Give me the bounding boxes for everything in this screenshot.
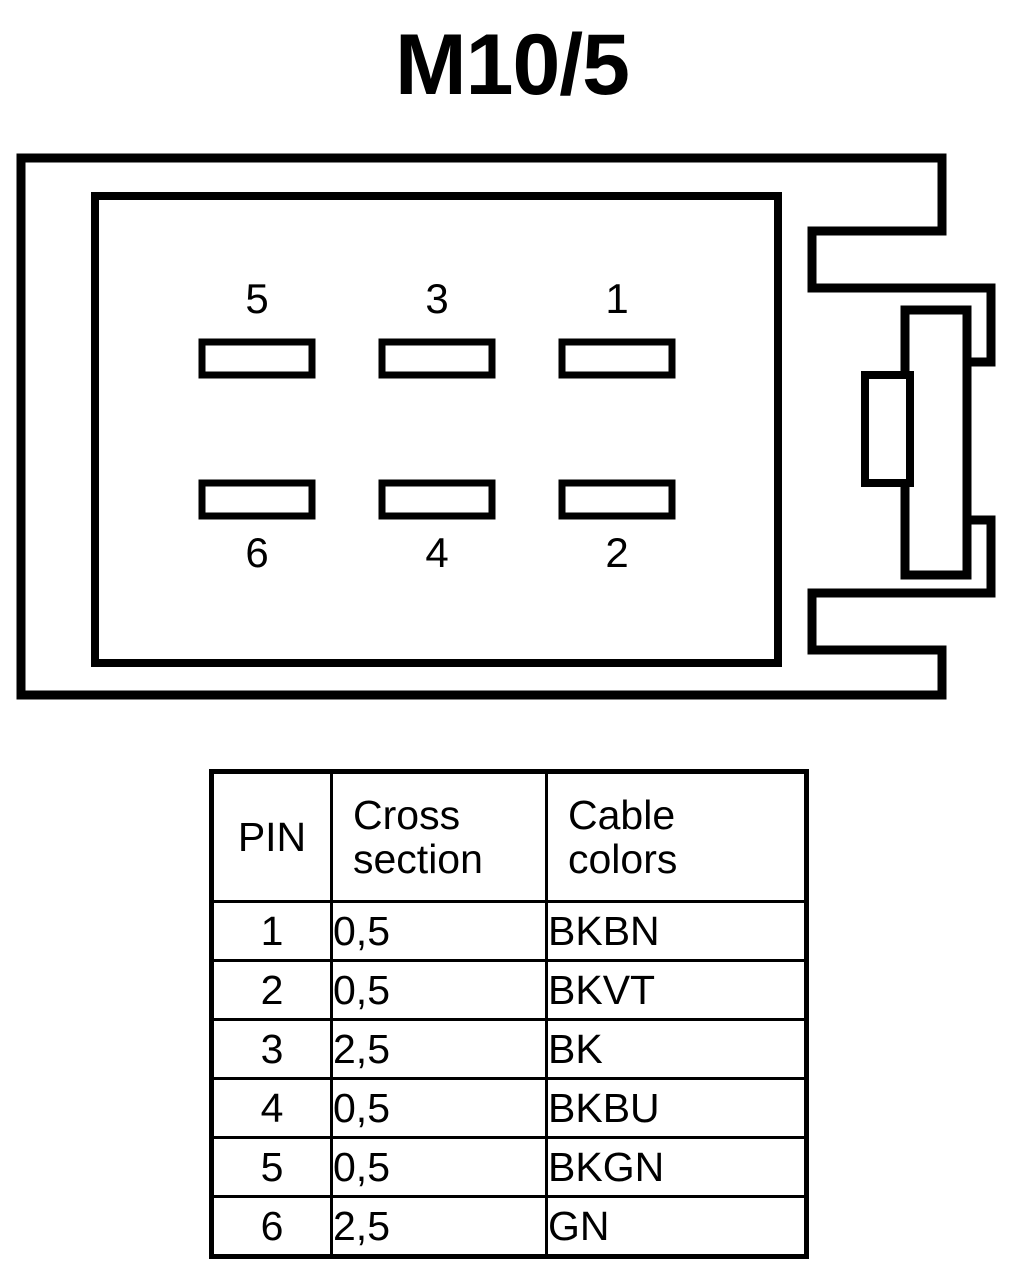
terminal-cavity-pin-5 — [198, 338, 316, 379]
table-row: 2 0,5 BKVT — [210, 959, 808, 1021]
column-header-cable-colors-line2: colors — [568, 836, 678, 882]
cell-pin: 3 — [210, 1018, 333, 1080]
terminal-cavity-pin-2 — [558, 479, 676, 520]
table-row: 4 0,5 BKBU — [210, 1077, 808, 1139]
cell-pin: 1 — [210, 900, 333, 962]
cell-cable-color: BK — [545, 1018, 808, 1080]
pin-number-label-2: 2 — [605, 529, 629, 576]
cell-cable-color: BKVT — [545, 959, 808, 1021]
pin-assignment-table-container: PIN Cross section Cable colors 1 0,5 BKB… — [209, 769, 809, 1259]
terminal-cavity-pin-6 — [198, 479, 316, 520]
latch-tongue — [900, 305, 972, 580]
cell-pin: 6 — [210, 1195, 333, 1258]
connector-face-plate — [91, 192, 782, 667]
terminal-cavity-pin-3 — [378, 338, 496, 379]
connector-outline-svg — [16, 153, 996, 700]
pin-number-label-4: 4 — [425, 529, 449, 576]
cell-cable-color: BKBU — [545, 1077, 808, 1139]
cell-pin: 4 — [210, 1077, 333, 1139]
cell-cable-color: BKBN — [545, 900, 808, 962]
latch-inner-tab — [861, 371, 914, 487]
pin-number-label-3: 3 — [425, 275, 449, 322]
cell-cable-color: BKGN — [545, 1136, 808, 1198]
cell-cross-section: 0,5 — [330, 1136, 548, 1198]
table-header: PIN Cross section Cable colors — [210, 770, 808, 903]
pin-number-label-1: 1 — [605, 275, 629, 322]
page-title: M10/5 — [394, 17, 630, 113]
terminal-cavity-pin-4 — [378, 479, 496, 520]
cell-cable-color: GN — [545, 1195, 808, 1258]
cell-cross-section: 2,5 — [330, 1018, 548, 1080]
table-row: 5 0,5 BKGN — [210, 1136, 808, 1198]
table-header-row: PIN Cross section Cable colors — [210, 770, 808, 903]
pin-assignment-table: PIN Cross section Cable colors 1 0,5 BKB… — [209, 769, 809, 1259]
pin-number-label-5: 5 — [245, 275, 269, 322]
cell-cross-section: 2,5 — [330, 1195, 548, 1258]
column-header-cable-colors: Cable colors — [545, 770, 808, 903]
connector-diagram: 5 3 1 6 4 2 — [0, 140, 1024, 720]
cell-pin: 5 — [210, 1136, 333, 1198]
table-row: 1 0,5 BKBN — [210, 900, 808, 962]
table-body: 1 0,5 BKBN 2 0,5 BKVT 3 2,5 BK 4 0,5 BKB… — [210, 900, 808, 1258]
column-header-cross-section-line2: section — [353, 836, 483, 882]
table-row: 6 2,5 GN — [210, 1195, 808, 1258]
column-header-cross-section: Cross section — [330, 770, 548, 903]
cell-pin: 2 — [210, 959, 333, 1021]
pin-number-label-6: 6 — [245, 529, 269, 576]
cell-cross-section: 0,5 — [330, 1077, 548, 1139]
cell-cross-section: 0,5 — [330, 959, 548, 1021]
table-row: 3 2,5 BK — [210, 1018, 808, 1080]
terminal-cavity-pin-1 — [558, 338, 676, 379]
column-header-cross-section-line1: Cross — [353, 791, 461, 838]
cell-cross-section: 0,5 — [330, 900, 548, 962]
column-header-pin: PIN — [210, 770, 333, 903]
column-header-cable-colors-line1: Cable — [568, 791, 676, 838]
